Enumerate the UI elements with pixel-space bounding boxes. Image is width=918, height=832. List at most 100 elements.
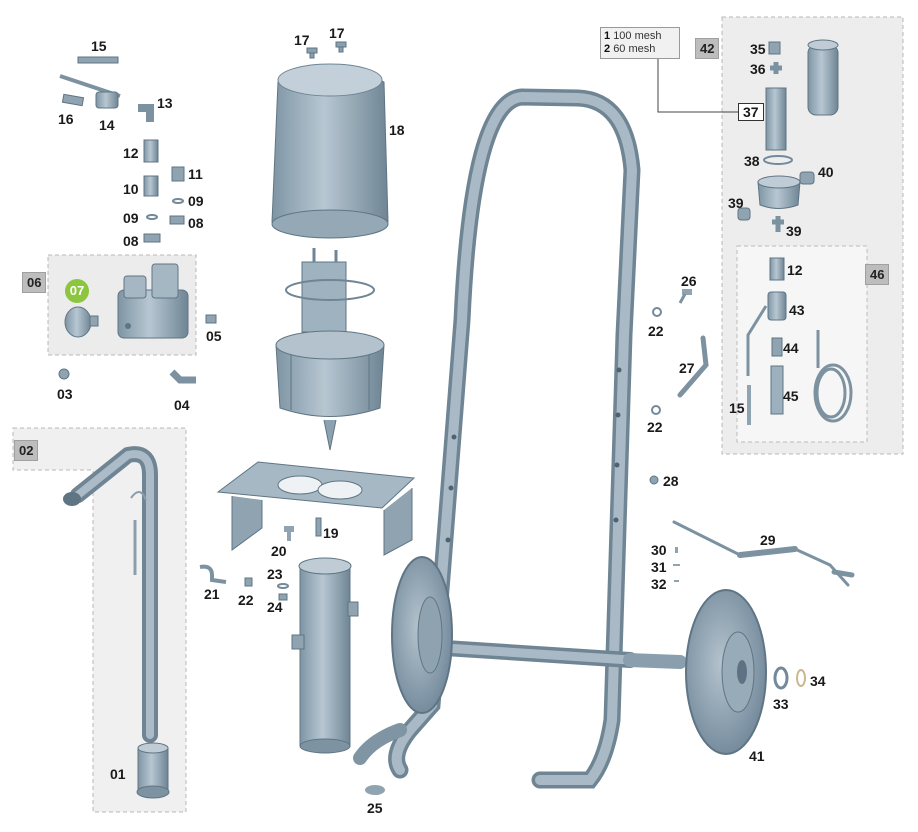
foot-cap-part-25 [365,785,385,795]
part-label-35: 35 [750,41,766,57]
nut-part-22-bracket [244,577,253,587]
part-label-39b: 39 [786,223,802,239]
part-label-33: 33 [773,696,789,712]
oring-part-09b [146,214,158,220]
part-label-30: 30 [651,542,667,558]
part-label-12a: 12 [123,145,139,161]
plug-part-39a [737,207,751,221]
fitting-part-12-group46 [769,257,785,281]
bolt-part-20 [284,526,294,541]
mesh-row-1: 1 100 mesh [604,30,662,42]
fitting-part-36 [770,62,782,74]
mesh-info-box: 1 100 mesh 2 60 mesh [600,27,680,59]
pump-body-part-06 [117,263,189,339]
part-label-41: 41 [749,748,765,764]
fitting-part-12-top [143,139,159,163]
part-label-43: 43 [789,302,805,318]
oring-part-09a [172,198,184,204]
elbow-part-04 [169,369,196,384]
oring-part-23 [277,583,289,589]
filter-housing-part-42 [807,39,839,116]
part-label-01: 01 [110,766,126,782]
part-label-05: 05 [206,328,222,344]
fitting-part-05 [205,314,217,324]
cart-frame-holes [445,367,622,543]
part-label-19: 19 [323,525,339,541]
brake-part-29 [672,520,855,587]
part-label-08a: 08 [188,215,204,231]
part-label-32: 32 [651,576,667,592]
part-label-27: 27 [679,360,695,376]
tube-part-21 [199,564,227,584]
bolt-part-26 [678,289,692,304]
part-label-18: 18 [389,122,405,138]
part-label-40: 40 [818,164,834,180]
part-label-10: 10 [123,181,139,197]
part-label-38: 38 [744,153,760,169]
small-parts-30-32 [673,547,680,582]
part-label-22b: 22 [648,323,664,339]
part-label-36: 36 [750,61,766,77]
cap-part-35 [768,41,781,55]
nut-part-28 [649,475,659,485]
left-wheel [391,556,453,714]
part-label-15a: 15 [91,38,107,54]
lower-pump-cylinder [291,557,359,754]
mounting-bracket [216,461,416,556]
mesh-row-2: 2 60 mesh [604,43,656,55]
filter-base-part-42 [757,175,801,209]
group-panel-46 [736,245,868,443]
part-label-03: 03 [57,386,73,402]
plug-part-39b [772,216,784,232]
washer-part-22a [652,307,662,317]
part-label-31: 31 [651,559,667,575]
valve-part-14 [59,74,121,109]
filter-part-01 [136,742,170,799]
lever-part-27 [677,335,709,398]
mesh-leader-line [657,55,738,113]
washer-part-33 [773,666,789,690]
washer-part-22b [651,405,661,415]
part-label-17b: 17 [329,25,345,41]
part-label-44: 44 [783,340,799,356]
part-label-13: 13 [157,95,173,111]
callout-37: 37 [738,103,764,121]
knob-part-07 [64,306,99,338]
highlight-badge-07: 07 [65,279,89,303]
group-tag-06: 06 [22,272,47,293]
part-label-45: 45 [783,388,799,404]
part-label-20: 20 [271,543,287,559]
wheel-part-41 [685,589,767,755]
part-label-29: 29 [760,532,776,548]
part-label-15b: 15 [729,400,745,416]
part-label-25: 25 [367,800,383,816]
group-tag-46: 46 [865,264,890,285]
part-label-04: 04 [174,397,190,413]
nut-part-08b [143,233,161,243]
pump-assembly [275,248,385,451]
cap-part-11 [171,166,185,182]
part-label-26: 26 [681,273,697,289]
part-label-22a: 22 [238,592,254,608]
spring-part-45 [770,365,784,415]
part-label-34: 34 [810,673,826,689]
part-label-16: 16 [58,111,74,127]
part-label-17a: 17 [294,32,310,48]
fitting-part-16 [61,93,85,107]
fitting-part-24 [278,593,288,601]
part-label-14: 14 [99,117,115,133]
part-label-12b: 12 [787,262,803,278]
hose-coil-part-46 [813,330,853,423]
rod-part-15-group46 [747,385,751,425]
washer-part-34 [796,669,806,687]
part-label-23: 23 [267,566,283,582]
screws-part-17 [306,41,347,59]
part-label-28: 28 [663,473,679,489]
hopper-part-18 [271,63,389,239]
part-label-22c: 22 [647,419,663,435]
nipple-part-44 [771,337,783,357]
oring-part-38 [763,155,793,165]
part-label-11: 11 [188,166,203,182]
valve-part-43 [746,291,787,376]
